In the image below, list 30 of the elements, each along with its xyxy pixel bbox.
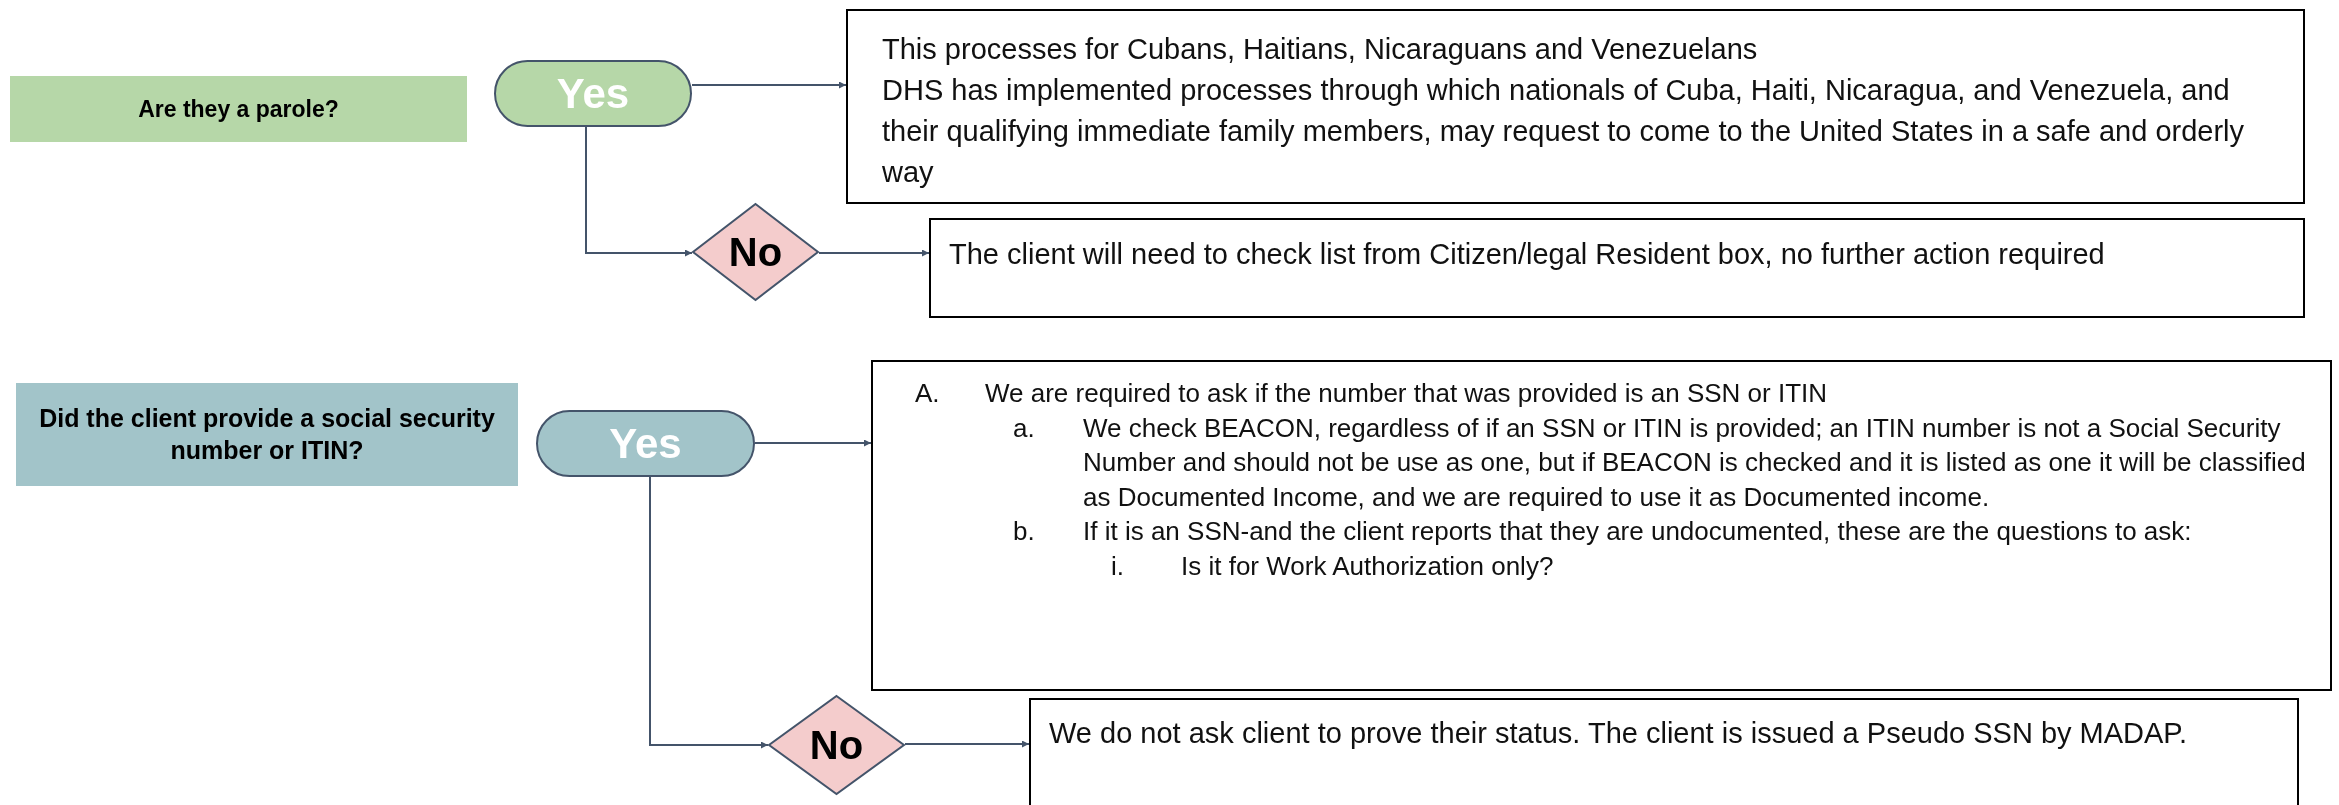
- answer-label: Yes: [609, 419, 682, 468]
- list-item-text: If it is an SSN-and the client reports that they are undocumented, these are the questions to ask:: [1083, 515, 2193, 548]
- arrow: [649, 476, 769, 749]
- info-text: This processes for Cubans, Haitians, Nicaraguans and Venezuelans: [882, 32, 1759, 67]
- info-box: [871, 360, 2332, 691]
- arrow: [585, 126, 693, 257]
- info-text: DHS has implemented processes through which nationals of Cuba, Haiti, Nicaragua, and Venezuela, and their qualifying immediate family members, may request to come to the United States in a safe and orderly way: [882, 73, 2246, 190]
- arrow: [904, 740, 1030, 748]
- arrow: [754, 439, 872, 447]
- answer-label: No: [728, 229, 783, 275]
- info-box: [1029, 698, 2299, 805]
- list-marker: b.: [1013, 515, 1036, 548]
- arrow: [691, 81, 847, 89]
- answer-label: No: [809, 722, 864, 768]
- list-item-text: Is it for Work Authorization only?: [1181, 549, 1555, 583]
- question-box: [10, 76, 467, 142]
- question-text: Did the client provide a social security number or ITIN?: [38, 403, 496, 466]
- info-box: [846, 9, 2305, 204]
- arrow: [818, 249, 930, 257]
- info-box: [929, 218, 2305, 318]
- info-text: We do not ask client to prove their status. The client is issued a Pseudo SSN by MADAP.: [1049, 716, 2189, 751]
- question-box: [16, 383, 518, 486]
- list-marker: i.: [1111, 549, 1125, 583]
- list-item-text: We check BEACON, regardless of if an SSN or ITIN is provided; an ITIN number is not a Social Security Number and should not be use as one, but if BEACON is checked and it is listed as one it will be classified as Documented Income, and we are required to use it as Documented income.: [1083, 411, 2307, 514]
- answer-label: Yes: [556, 69, 630, 118]
- question-text: Are they a parole?: [137, 94, 340, 124]
- list-marker: A.: [915, 377, 941, 410]
- info-text: The client will need to check list from Citizen/legal Resident box, no further action required: [949, 237, 2106, 272]
- list-marker: a.: [1013, 411, 1036, 445]
- list-item-text: We are required to ask if the number that was provided is an SSN or ITIN: [985, 377, 1829, 410]
